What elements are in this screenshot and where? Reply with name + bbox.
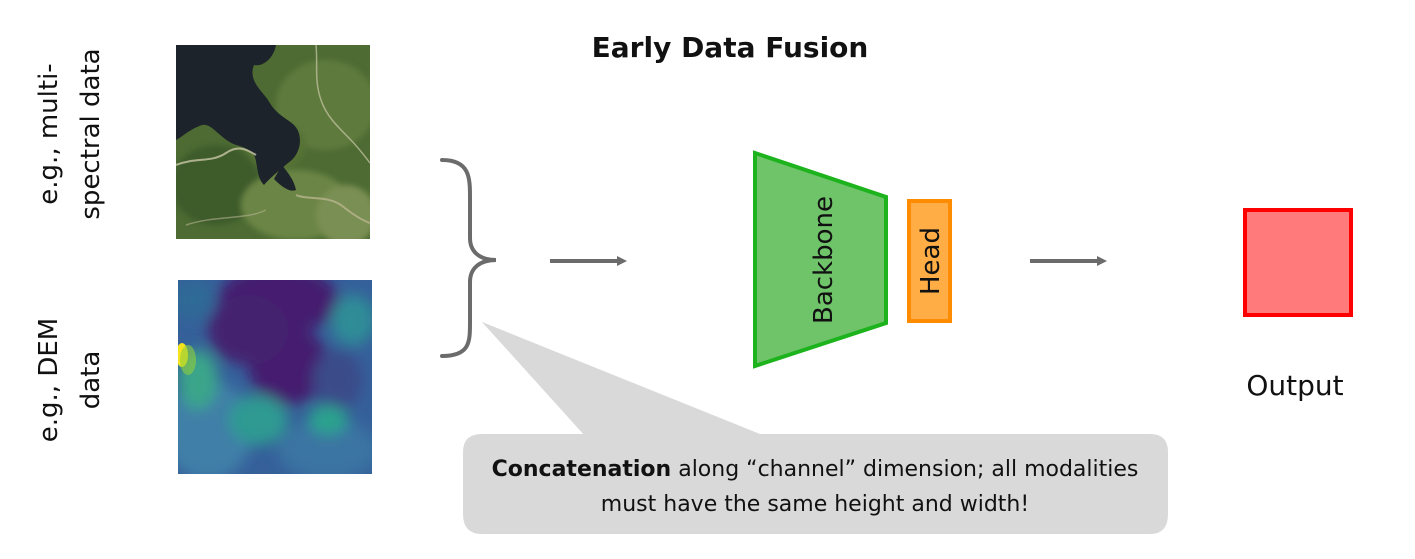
head-block xyxy=(907,199,952,323)
output-block xyxy=(1243,208,1353,317)
callout-text: Concatenation along “channel” dimension;… xyxy=(470,452,1160,522)
concatenation-brace xyxy=(440,158,497,358)
callout-bold-text: Concatenation xyxy=(491,457,672,482)
dem-image xyxy=(178,280,372,474)
callout-rest-text: along “channel” dimension; all modalitie… xyxy=(600,457,1139,517)
backbone-label: Backbone xyxy=(809,196,839,325)
head-label: Head xyxy=(916,227,946,295)
multispectral-image xyxy=(176,45,370,239)
callout-bubble xyxy=(463,322,1168,534)
backbone-block xyxy=(753,150,888,369)
diagram-title: Early Data Fusion xyxy=(591,31,869,64)
output-label: Output xyxy=(1246,369,1344,402)
